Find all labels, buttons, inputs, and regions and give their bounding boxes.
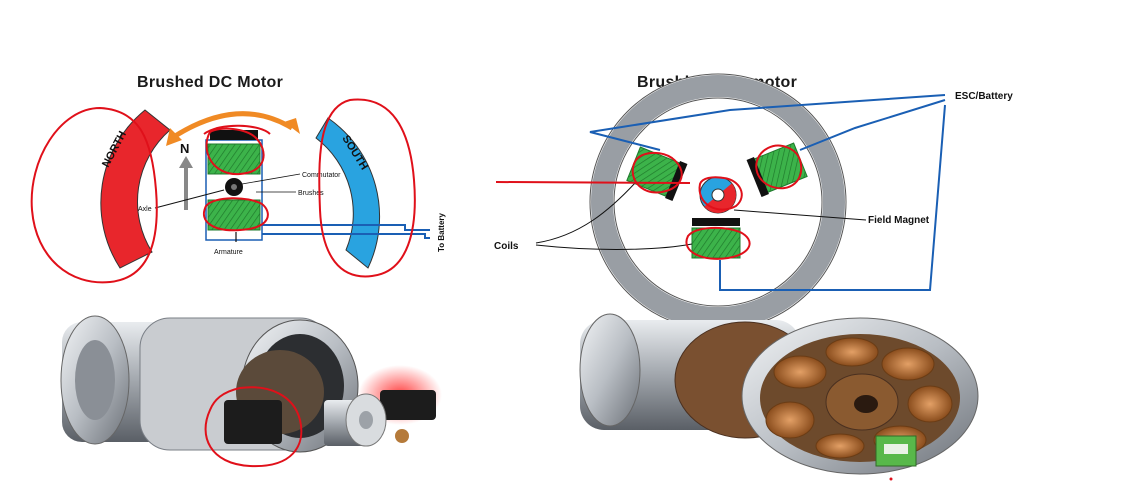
bldc-housing-end [579, 313, 641, 427]
motor-housing-end-inner [75, 340, 115, 420]
bldc-hub-center [854, 395, 878, 413]
annotation-rotor [698, 176, 743, 211]
commutator-label: Commutator [302, 172, 341, 179]
armature-label: Armature [214, 249, 243, 256]
esc-wire-2 [799, 99, 946, 151]
brushless-motor-cutaway-image [579, 313, 979, 481]
armature-top-bar [210, 130, 258, 140]
annotation-bottom-coil [203, 197, 269, 232]
rotation-arrow [170, 111, 294, 141]
coil-bottom [691, 218, 741, 259]
brushed-motor-title: Brushed DC Motor [137, 74, 284, 91]
esc-wire-1 [589, 94, 946, 151]
field-magnet-label: Field Magnet [868, 215, 930, 226]
annotation-right-coil [755, 144, 803, 190]
axle-label: Axle [138, 206, 152, 213]
field-magnet-pointer [733, 209, 867, 221]
battery-wire-upper [262, 224, 430, 231]
annotation-left-coil [631, 152, 683, 194]
armature-bottom-coil [207, 199, 261, 231]
shaft-end-center [359, 411, 373, 429]
commutator-core [231, 184, 237, 190]
annotation-top-coil [205, 127, 265, 176]
annotation-bottom-coil [685, 226, 751, 260]
field-magnet-hub [711, 188, 725, 202]
brushes-label: Brushes [298, 190, 324, 197]
coils-pointer-1 [535, 181, 637, 244]
annotation-north-circle [30, 106, 158, 284]
red-dot-mark [889, 477, 893, 481]
n-arrow-label: N [180, 141, 189, 156]
esc-label: ESC/Battery [955, 91, 1013, 102]
rotation-arrowhead-right [284, 118, 300, 134]
brush-holder [224, 400, 282, 444]
battery-label: To Battery [437, 212, 446, 252]
n-arrow-head [179, 156, 193, 168]
esc-wire-3 [719, 104, 946, 291]
annotation-red-line [495, 181, 691, 184]
esc-wires [589, 94, 946, 291]
brushless-motor-diagram: ESC/Battery Field Magnet Coils [494, 73, 1013, 331]
coils-label: Coils [494, 241, 519, 252]
rotation-arrowhead-left [166, 128, 182, 146]
brush-block [380, 390, 436, 420]
axle-pointer [154, 189, 225, 209]
stator-ring-fill [591, 75, 845, 329]
right-annotations [495, 144, 803, 260]
coils-pointer-2 [535, 243, 693, 250]
left-annotations [30, 98, 416, 284]
annotation-south-circle [318, 98, 416, 278]
brushed-motor-diagram: NORTH SOUTH N Commutator Brushes Axle Ar… [30, 98, 446, 284]
annotation-top-bar [203, 124, 271, 135]
south-magnet [315, 117, 381, 269]
armature-top-coil [207, 143, 261, 175]
copper-spring [395, 429, 409, 443]
brushed-motor-cutaway-image [60, 315, 442, 468]
coil-right [746, 142, 808, 198]
commutator-pointer [241, 173, 301, 185]
north-magnet [100, 109, 171, 269]
annotation-brush-circle [204, 386, 303, 468]
bldc-connector [884, 444, 908, 454]
battery-wire-lower [262, 233, 430, 239]
bldc-circuit-board [875, 435, 917, 467]
